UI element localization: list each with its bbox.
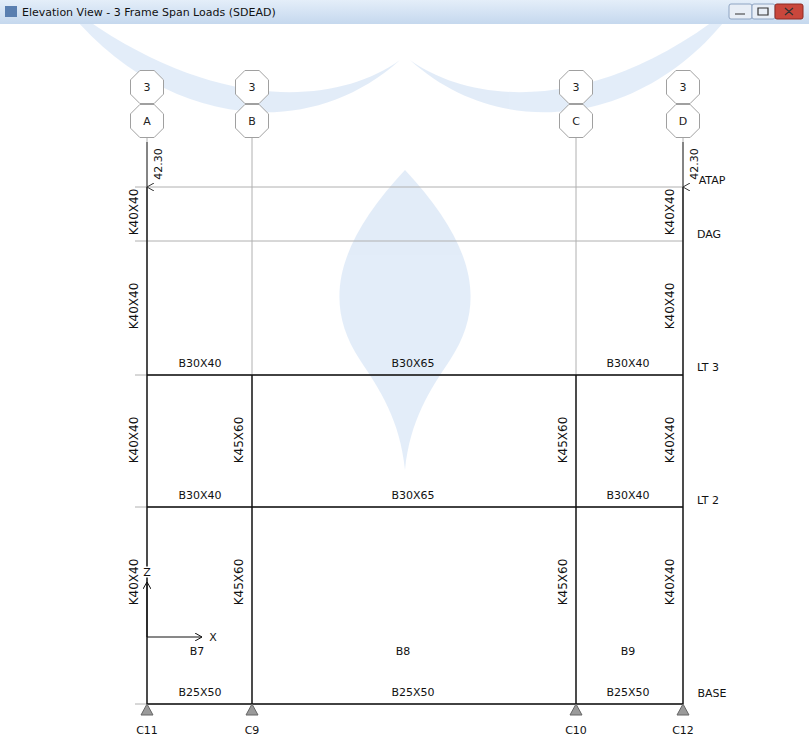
axis-label: Z xyxy=(142,567,152,578)
grid-line xyxy=(135,138,683,704)
column-id: C12 xyxy=(672,725,694,736)
beam-section: B30X40 xyxy=(178,358,221,369)
column-section: K40X40 xyxy=(128,417,140,464)
grid-bubble: 3 xyxy=(130,70,164,104)
pin-support xyxy=(141,704,689,715)
beam-section: B25X50 xyxy=(391,687,434,698)
grid-bubble: 3 xyxy=(235,70,269,104)
load-value: 42.30 xyxy=(153,148,164,180)
column-section: K45X60 xyxy=(233,559,245,606)
column-section: K45X60 xyxy=(557,559,569,606)
axis-arrow xyxy=(147,582,202,637)
grid-bubble: A xyxy=(130,104,164,138)
beam-id: B8 xyxy=(396,646,411,657)
frame-member xyxy=(147,187,683,704)
title-bar-text: Elevation View - 3 Frame Span Loads (SDE… xyxy=(0,0,809,24)
column-section: K40X40 xyxy=(664,559,676,606)
grid-id: 3 xyxy=(559,70,593,104)
beam-section: B30X40 xyxy=(606,358,649,369)
column-id: C10 xyxy=(565,725,587,736)
window-icon xyxy=(5,6,17,17)
story-label: DAG xyxy=(697,229,721,240)
column-section: K40X40 xyxy=(664,189,676,236)
story-label: ATAP xyxy=(699,175,726,186)
watermark xyxy=(60,0,740,470)
minimize-button xyxy=(729,4,752,19)
grid-id: B xyxy=(235,104,269,138)
beam-section: B25X50 xyxy=(606,687,649,698)
load-value: 42.30 xyxy=(689,148,700,180)
beam-section: B30X65 xyxy=(391,358,434,369)
beam-id: B9 xyxy=(621,646,636,657)
grid-id: 3 xyxy=(130,70,164,104)
grid-bubble: 3 xyxy=(559,70,593,104)
beam-section: B30X40 xyxy=(606,490,649,501)
column-section: K40X40 xyxy=(664,417,676,464)
beam-id: B7 xyxy=(190,646,205,657)
grid-id: 3 xyxy=(666,70,700,104)
axis-label: X xyxy=(209,632,217,643)
column-section: K45X60 xyxy=(557,417,569,464)
grid-bubble: B xyxy=(235,104,269,138)
maximize-button xyxy=(752,4,775,19)
grid-bubble: C xyxy=(559,104,593,138)
story-label: LT 2 xyxy=(697,495,719,506)
grid-bubble: 3 xyxy=(666,70,700,104)
title-bar xyxy=(0,0,809,24)
column-section: K40X40 xyxy=(128,189,140,236)
window-title: Elevation View - 3 Frame Span Loads (SDE… xyxy=(22,6,276,19)
column-section: K40X40 xyxy=(128,283,140,330)
column-section: K40X40 xyxy=(128,559,140,606)
column-id: C9 xyxy=(245,725,260,736)
grid-id: A xyxy=(130,104,164,138)
beam-section: B25X50 xyxy=(178,687,221,698)
column-section: K40X40 xyxy=(664,283,676,330)
beam-section: B30X65 xyxy=(391,490,434,501)
column-section: K45X60 xyxy=(233,417,245,464)
load-arrow xyxy=(147,142,683,187)
story-label: BASE xyxy=(697,688,726,699)
story-label: LT 3 xyxy=(697,362,719,373)
grid-bubble: D xyxy=(666,104,700,138)
beam-section: B30X40 xyxy=(178,490,221,501)
grid-id: 3 xyxy=(235,70,269,104)
column-id: C11 xyxy=(136,725,158,736)
grid-id: C xyxy=(559,104,593,138)
grid-id: D xyxy=(666,104,700,138)
